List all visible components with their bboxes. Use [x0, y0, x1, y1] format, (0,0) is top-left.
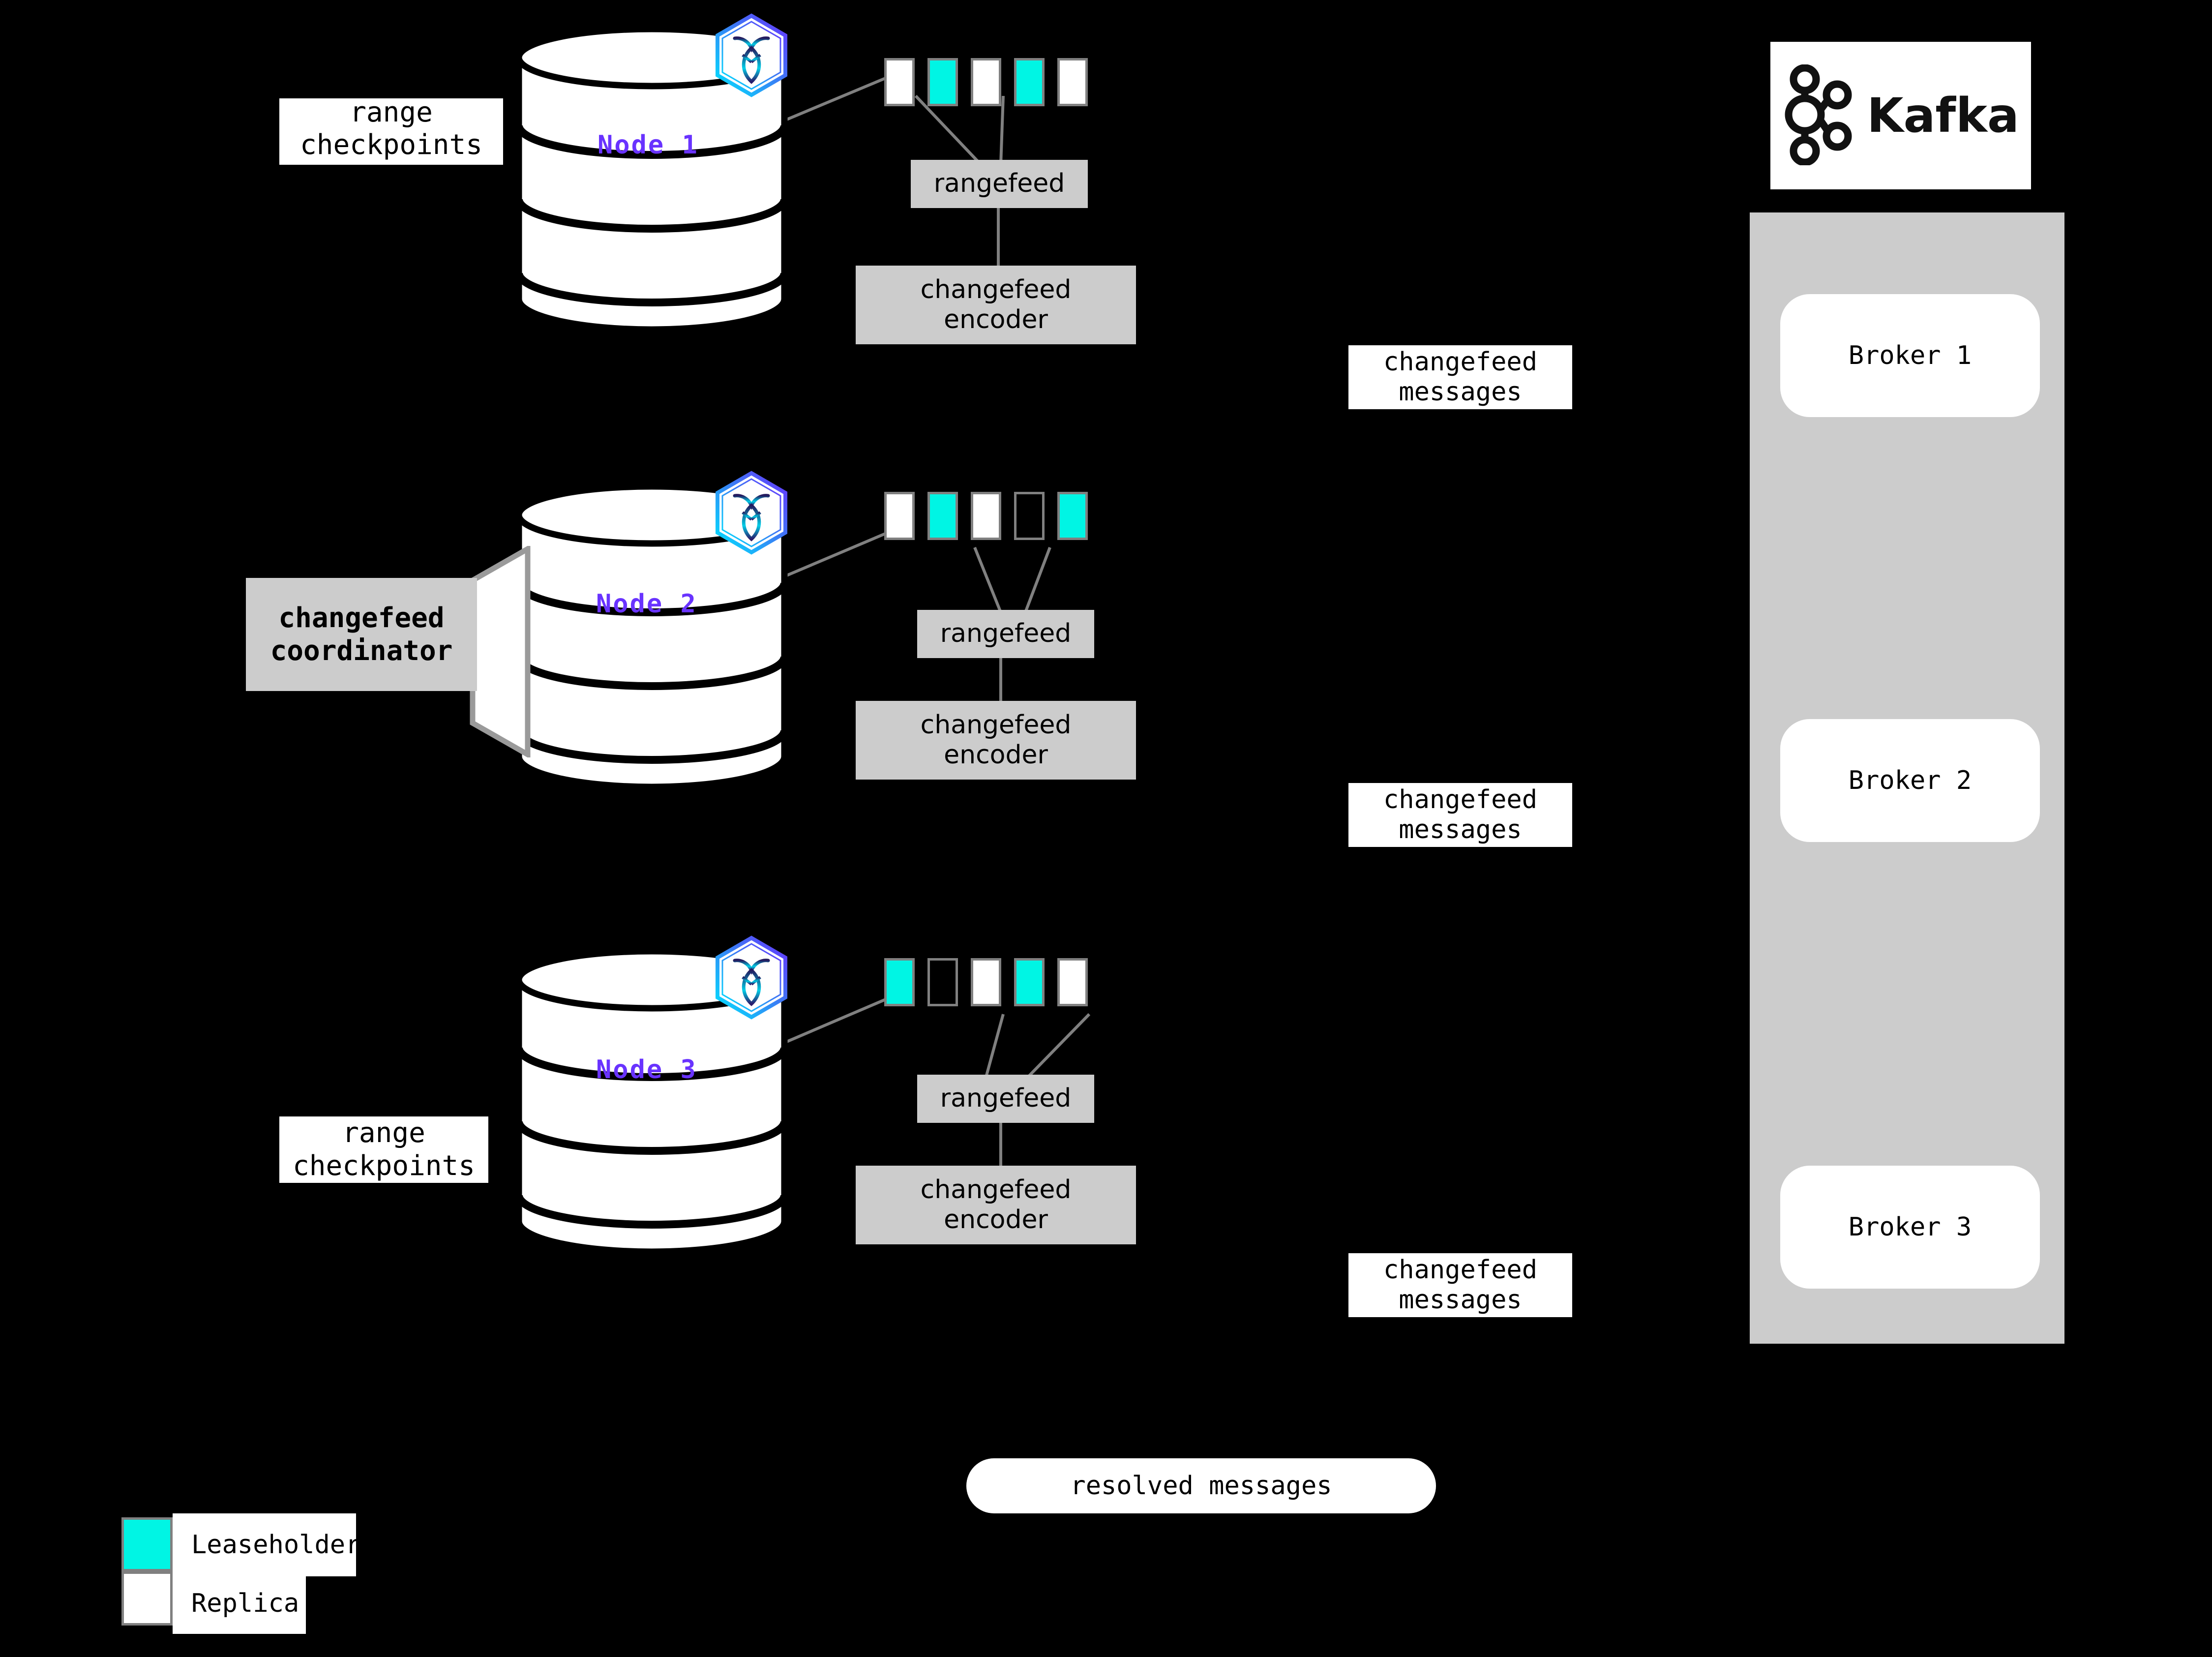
legend-swatch-leaseholder	[121, 1517, 173, 1571]
range-empty	[1014, 492, 1045, 540]
node2-encoder-line1: changefeed	[920, 710, 1072, 740]
node1-range-row	[884, 58, 1088, 106]
node1-rangefeed-box: rangefeed	[911, 160, 1088, 208]
node1-encoder-line2: encoder	[944, 305, 1048, 334]
node1-side-label-line1: range	[350, 96, 433, 128]
node3-range-row	[884, 958, 1088, 1006]
node3-side-label-line1: range	[342, 1117, 425, 1149]
node1-encoder-line1: changefeed	[920, 274, 1072, 304]
changefeed-coordinator-box: changefeed coordinator	[246, 578, 477, 691]
changefeed-messages-line2: messages	[1399, 377, 1522, 407]
changefeed-messages-line1: changefeed	[1383, 784, 1538, 814]
range-leaseholder	[927, 492, 958, 540]
kafka-wordmark: Kafka	[1867, 88, 2019, 143]
kafka-node-graph-icon	[1782, 64, 1856, 167]
node2-range-row	[884, 492, 1088, 540]
changefeed-messages-label-3: changefeed messages	[1348, 1253, 1572, 1317]
legend-swatch-replica	[121, 1571, 173, 1626]
node2-changefeed-encoder-box: changefeed encoder	[856, 701, 1136, 780]
broker-1[interactable]: Broker 1	[1780, 294, 2040, 417]
node2-rangefeed-box: rangefeed	[917, 610, 1094, 658]
coordinator-pointer-shape	[470, 544, 534, 759]
changefeed-messages-line2: messages	[1399, 815, 1522, 844]
coordinator-line1: changefeed	[278, 602, 445, 634]
kafka-logo-box: Kafka	[1770, 42, 2031, 189]
node2-label: Node 2	[596, 589, 697, 619]
changefeed-messages-label-1: changefeed messages	[1348, 345, 1572, 409]
node1-cockroachdb-logo-icon	[707, 10, 796, 105]
node3-cockroachdb-logo-icon	[707, 932, 796, 1027]
node3-changefeed-encoder-box: changefeed encoder	[856, 1166, 1136, 1244]
node2-encoder-line2: encoder	[944, 740, 1048, 770]
node3-label: Node 3	[596, 1055, 697, 1085]
range-leaseholder	[1014, 958, 1045, 1006]
changefeed-messages-label-2: changefeed messages	[1348, 783, 1572, 847]
legend-label-replica: Replica	[173, 1572, 306, 1634]
broker-2[interactable]: Broker 2	[1780, 719, 2040, 842]
range-leaseholder	[884, 958, 915, 1006]
range-leaseholder	[1057, 492, 1088, 540]
node1-side-label-line2: checkpoints	[300, 129, 482, 161]
node1-label: Node 1	[598, 130, 699, 160]
node3-side-label-line2: checkpoints	[293, 1149, 475, 1182]
range-replica	[884, 492, 915, 540]
range-replica	[971, 492, 1001, 540]
range-replica	[971, 958, 1001, 1006]
range-replica	[884, 58, 915, 106]
legend-label-leaseholder: Leaseholder	[173, 1513, 360, 1576]
node1-side-label: range checkpoints	[279, 96, 503, 165]
node3-side-label: range checkpoints	[279, 1116, 488, 1183]
range-replica	[1057, 58, 1088, 106]
resolved-messages-pill: resolved messages	[966, 1458, 1436, 1513]
range-replica	[1057, 958, 1088, 1006]
changefeed-messages-line2: messages	[1399, 1285, 1522, 1315]
node3-encoder-line2: encoder	[944, 1205, 1048, 1235]
node2-cockroachdb-logo-icon	[707, 467, 796, 563]
range-leaseholder	[927, 58, 958, 106]
changefeed-messages-line1: changefeed	[1383, 1255, 1538, 1285]
node3-encoder-line1: changefeed	[920, 1175, 1072, 1205]
node3-rangefeed-box: rangefeed	[917, 1075, 1094, 1123]
broker-3[interactable]: Broker 3	[1780, 1166, 2040, 1289]
changefeed-messages-line1: changefeed	[1383, 347, 1538, 377]
range-empty	[927, 958, 958, 1006]
node1-changefeed-encoder-box: changefeed encoder	[856, 266, 1136, 344]
coordinator-line2: coordinator	[270, 635, 453, 667]
range-replica	[971, 58, 1001, 106]
range-leaseholder	[1014, 58, 1045, 106]
